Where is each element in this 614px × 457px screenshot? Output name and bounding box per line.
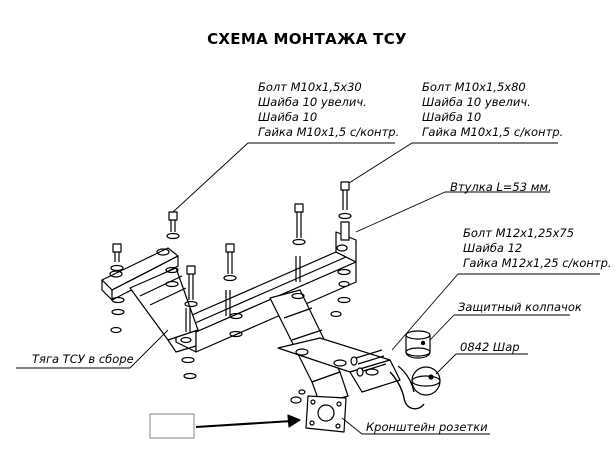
cross-beam: [175, 231, 357, 353]
right-fastener-list: Болт М10х1,5х80 Шайба 10 увелич. Шайба 1…: [422, 80, 563, 140]
ball-label: 0842 Шар: [460, 340, 520, 354]
diagram-title: СХЕМА МОНТАЖА ТСУ: [207, 30, 407, 48]
right-fastener-4: Гайка М10х1,5 с/контр.: [422, 125, 564, 139]
bracket-label: Кронштейн розетки: [366, 420, 488, 434]
tow-bar-body: [269, 289, 401, 405]
ball-fastener-1: Болт М12х1,25х75: [463, 226, 575, 240]
tow-ball: [389, 365, 441, 410]
vertical-bolts: [110, 181, 352, 332]
ball-fastener-3: Гайка М12х1,25 с/контр.: [463, 256, 612, 270]
left-fastener-3: Шайба 10: [258, 110, 318, 124]
right-fastener-1: Болт М10х1,5х80: [422, 80, 526, 94]
cap-label: Защитный колпачок: [458, 300, 582, 314]
socket-bracket: [290, 389, 347, 433]
right-fastener-2: Шайба 10 увелич.: [422, 95, 531, 109]
callout-box: [149, 413, 301, 439]
sleeve-label: Втулка L=53 мм.: [450, 180, 552, 194]
left-fastener-1: Болт М10х1,5х30: [258, 80, 362, 94]
protective-cap: [405, 330, 431, 359]
left-link: [129, 267, 199, 353]
left-fastener-4: Гайка М10х1,5 с/контр.: [258, 125, 400, 139]
rod-label: Тяга ТСУ в сборе: [32, 352, 134, 366]
left-fastener-list: Болт М10х1,5х30 Шайба 10 увелич. Шайба 1…: [258, 80, 399, 140]
loose-washers: [110, 266, 351, 380]
ball-fastener-list: Болт М12х1,25х75 Шайба 12 Гайка М12х1,25…: [463, 226, 612, 271]
right-fastener-3: Шайба 10: [422, 110, 482, 124]
ball-bolts: [350, 349, 387, 377]
leader-lines: [16, 142, 600, 435]
ball-fastener-2: Шайба 12: [463, 241, 523, 255]
left-fastener-2: Шайба 10 увелич.: [258, 95, 367, 109]
